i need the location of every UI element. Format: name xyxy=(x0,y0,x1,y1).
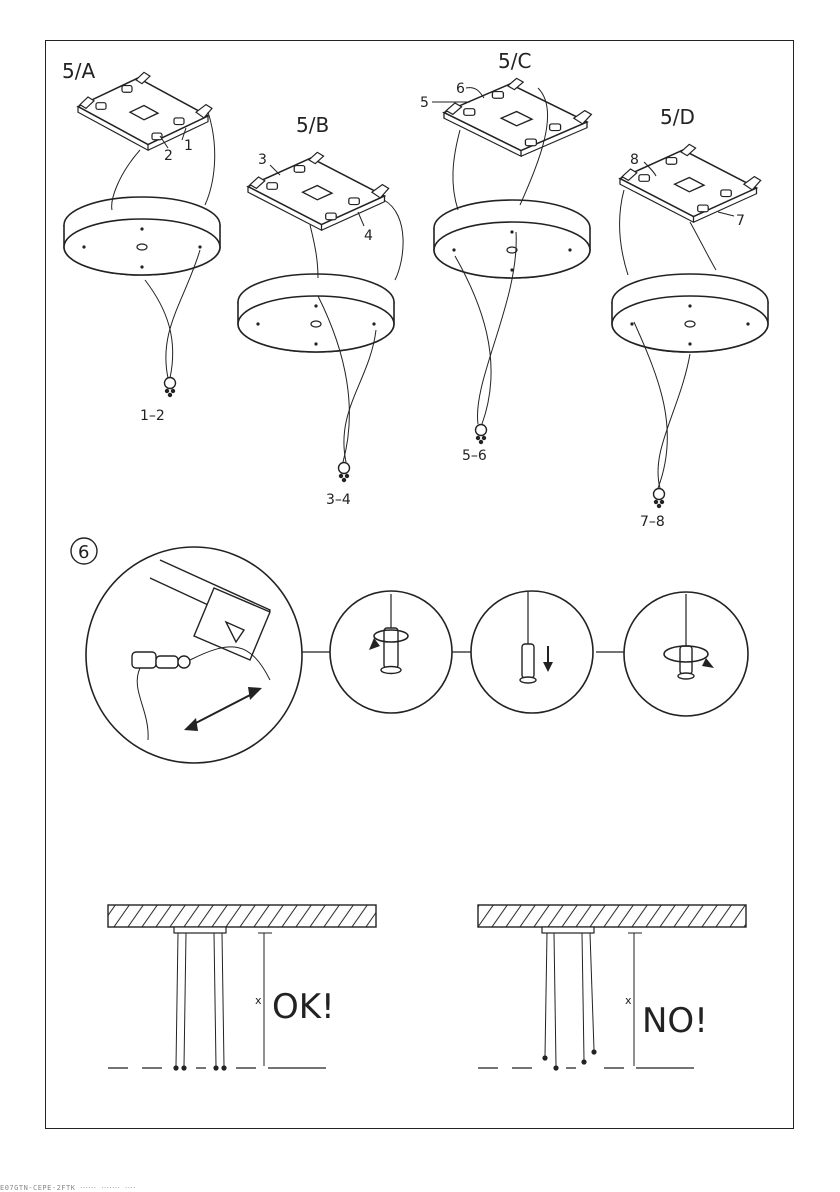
level-ok-diagram: x OK! xyxy=(108,905,376,1071)
mounting-plate xyxy=(248,152,389,230)
height-x-label: x xyxy=(255,994,262,1007)
callout-6: 6 xyxy=(456,81,465,97)
step-5b-group: 5/B 3 4 3–4 xyxy=(238,113,403,508)
cable-end-weight xyxy=(165,378,176,398)
callout-5: 5 xyxy=(420,95,429,111)
pair-label-3-4: 3–4 xyxy=(326,492,351,508)
callout-2: 2 xyxy=(164,148,173,164)
cable-end-weight xyxy=(476,425,487,445)
pair-label-1-2: 1–2 xyxy=(140,408,165,424)
pair-label-7-8: 7–8 xyxy=(640,514,665,530)
step-5a-group: 5/A 2 1 1–2 xyxy=(62,59,220,424)
step-6-number: 6 xyxy=(78,542,89,563)
step-5b-label: 5/B xyxy=(296,113,329,137)
footer-code: E07GTN-CEPE-2FTK ‧‧‧‧‧‧ ‧‧‧‧‧‧‧ ‧‧‧‧ xyxy=(0,1184,136,1192)
ceiling-canopy-disc xyxy=(238,274,394,352)
step-5d-label: 5/D xyxy=(660,105,695,129)
weight-twist-circle xyxy=(330,591,452,713)
callout-8: 8 xyxy=(630,152,639,168)
callout-7: 7 xyxy=(736,213,745,229)
mounting-plate xyxy=(620,144,761,222)
step-5a-label: 5/A xyxy=(62,59,95,83)
no-verdict: NO! xyxy=(642,1001,708,1041)
bracket-detail-circle xyxy=(86,547,302,763)
level-no-diagram: x NO! xyxy=(478,905,746,1071)
step-5c-group: 5/C 5 6 5–6 xyxy=(420,49,591,464)
step-5d-group: 5/D 8 7 7–8 xyxy=(612,105,768,530)
weight-lock-circle xyxy=(624,592,748,716)
cable-end-weight xyxy=(339,463,350,483)
ceiling-canopy-disc xyxy=(434,200,590,278)
canopy-plate xyxy=(542,927,594,933)
ceiling-hatch xyxy=(108,905,376,927)
ceiling-canopy-disc xyxy=(64,197,220,275)
weight-slide-circle xyxy=(471,591,593,713)
height-x-label: x xyxy=(625,994,632,1007)
canopy-plate xyxy=(174,927,226,933)
step-5c-label: 5/C xyxy=(498,49,531,73)
ok-verdict: OK! xyxy=(272,987,335,1027)
pair-label-5-6: 5–6 xyxy=(462,448,487,464)
mounting-plate xyxy=(444,78,591,156)
cable-end-weight xyxy=(654,489,665,509)
ceiling-hatch xyxy=(478,905,746,927)
callout-4: 4 xyxy=(364,228,373,244)
ceiling-canopy-disc xyxy=(612,274,768,352)
callout-1: 1 xyxy=(184,138,193,154)
step-6-group: 6 xyxy=(71,538,748,763)
callout-3: 3 xyxy=(258,152,267,168)
